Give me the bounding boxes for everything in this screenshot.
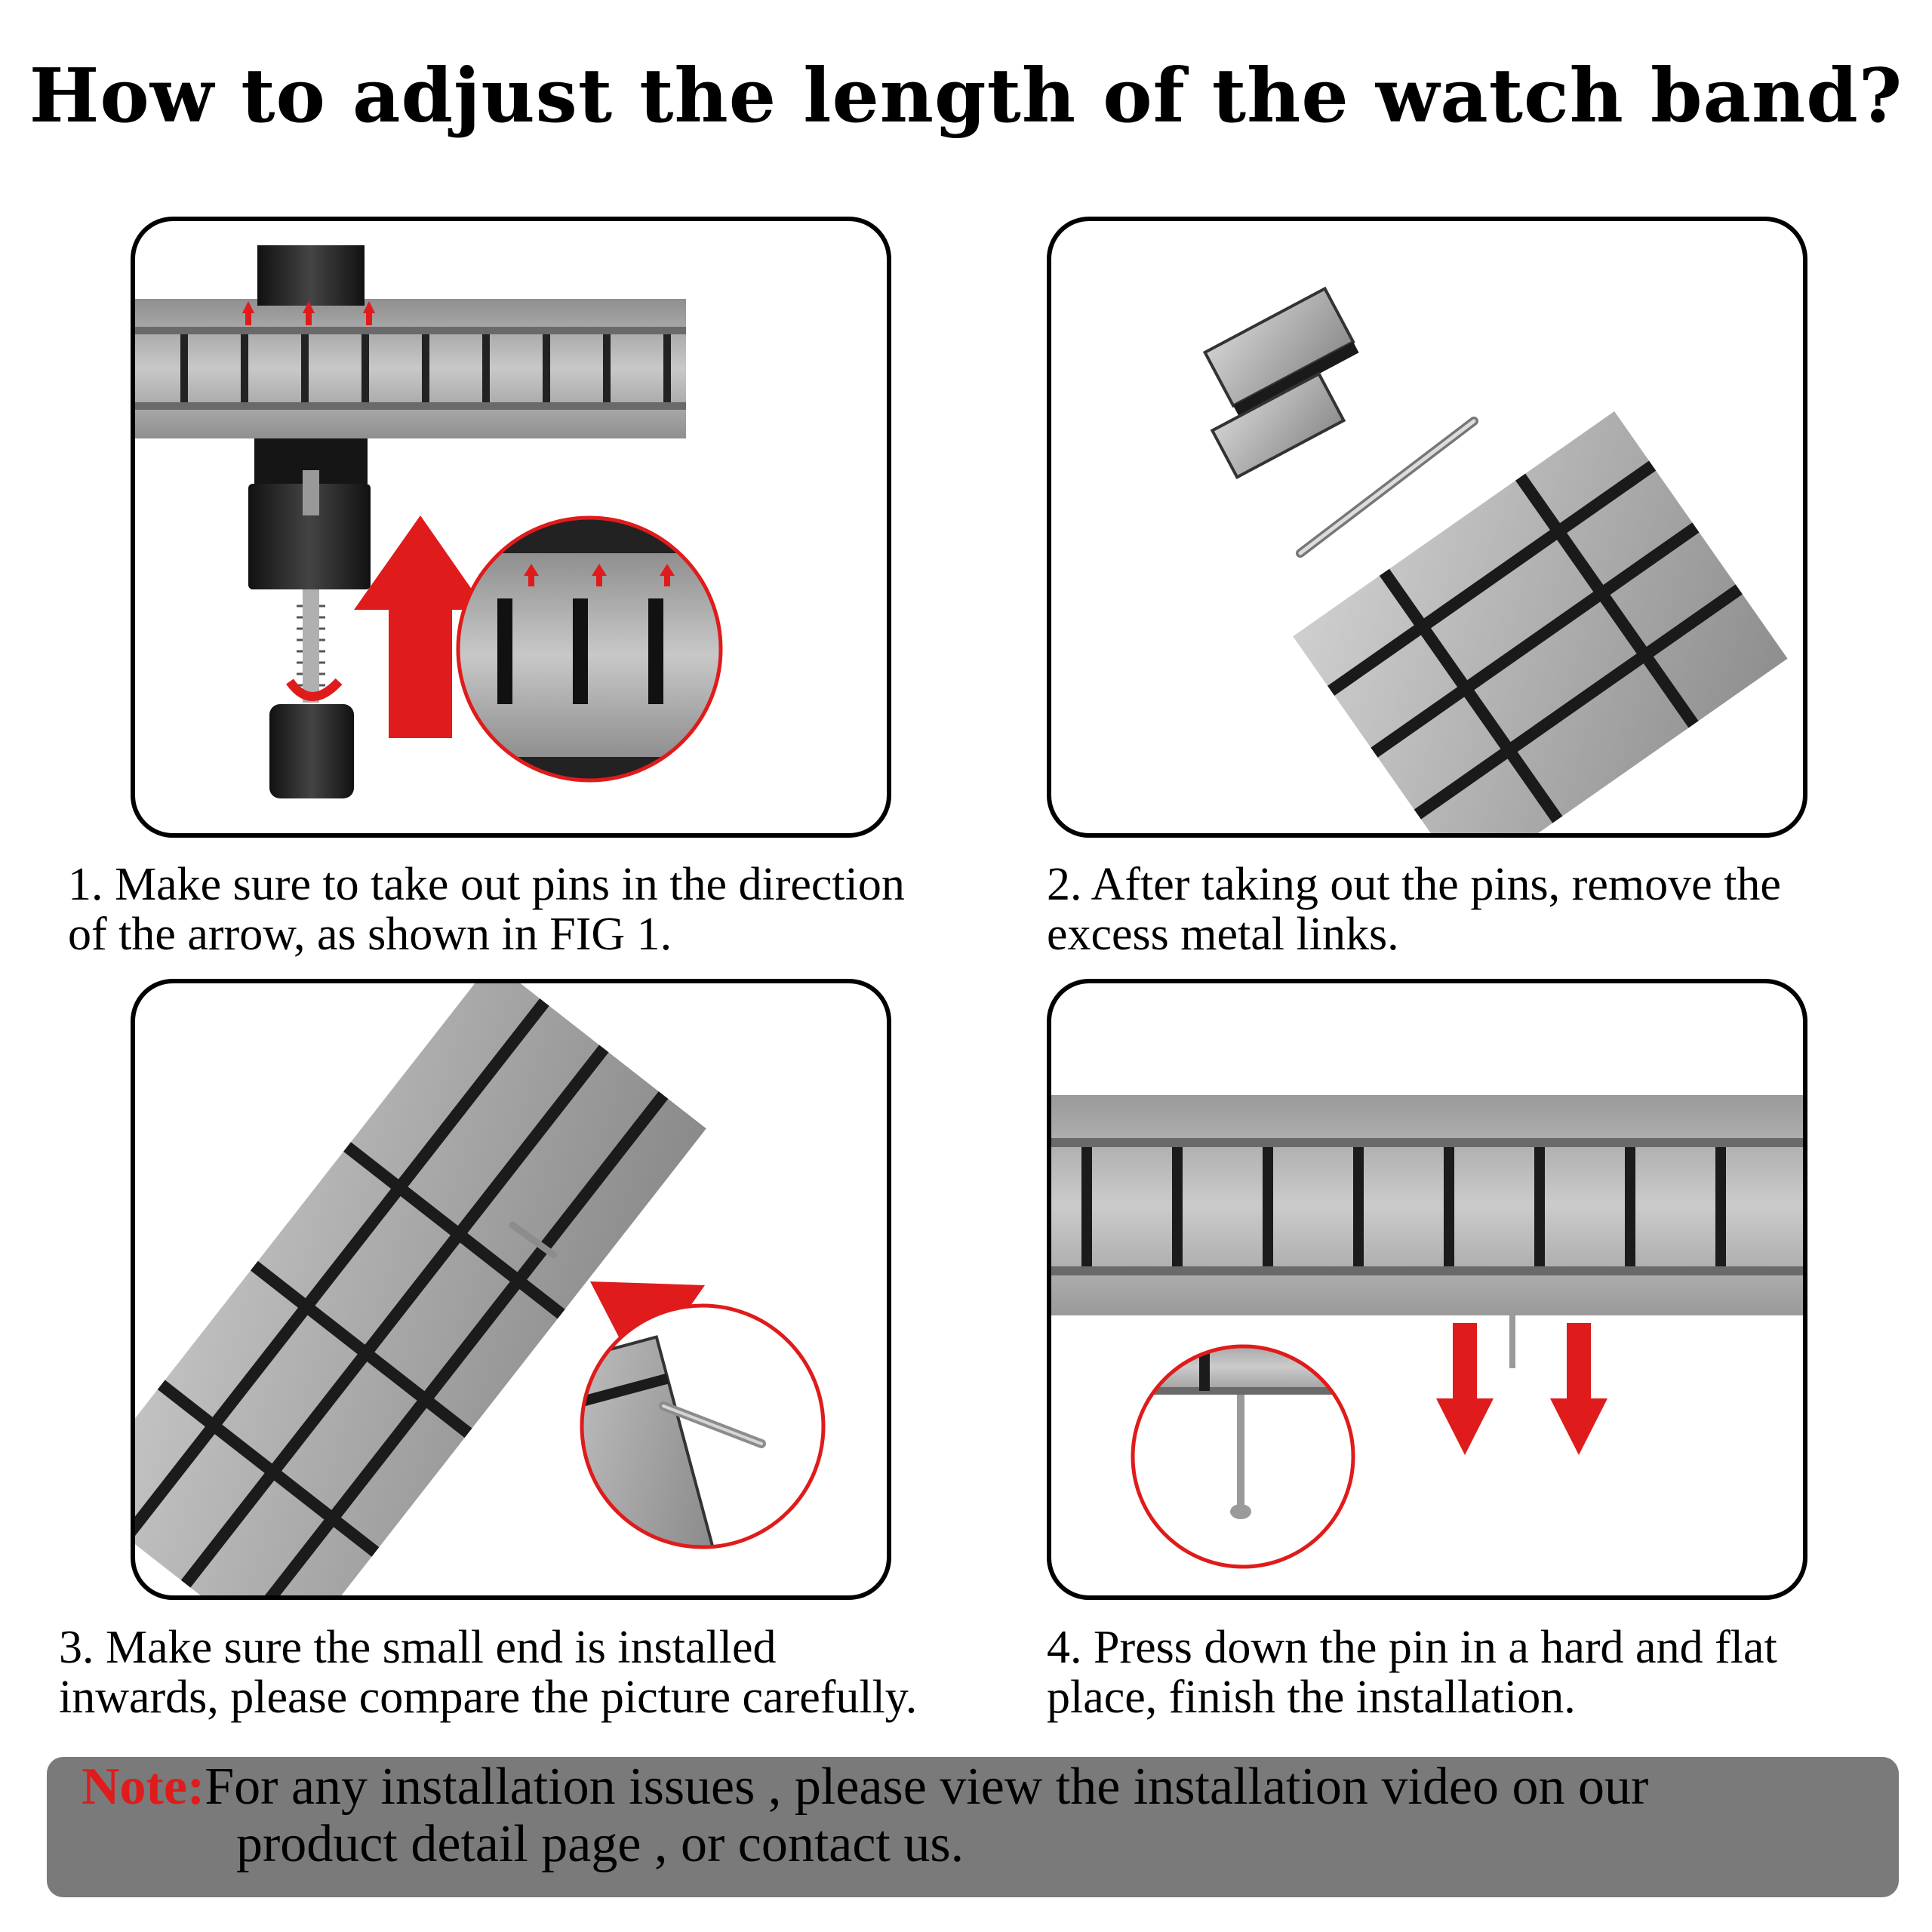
step-2-image: [1047, 217, 1807, 838]
zoom-circle: [580, 1303, 826, 1549]
step-1-caption-line-1: 1. Make sure to take out pins in the dir…: [68, 859, 905, 910]
pin-tool-body: [248, 484, 371, 589]
step-3-caption-line-1: 3. Make sure the small end is installed: [59, 1622, 777, 1673]
step-4-caption-line-2: place, finish the installation.: [1047, 1672, 1576, 1723]
zoom-circle: [1131, 1344, 1355, 1569]
band-with-pin-tool-illustration: [135, 245, 723, 798]
down-arrow-icon: [1550, 1323, 1607, 1455]
note-label: Note:: [82, 1758, 205, 1816]
step-1-image: [131, 217, 891, 838]
down-arrow-icon: [1436, 1323, 1494, 1455]
step-4-caption: 4. Press down the pin in a hard and flat…: [1047, 1623, 1777, 1722]
step-2-caption-line-2: excess metal links.: [1047, 909, 1399, 960]
step-3-caption-line-2: inwards, please compare the picture care…: [59, 1672, 918, 1723]
zoom-circle: [456, 515, 723, 783]
pin-tool-knob: [269, 704, 354, 798]
watch-band: [1293, 411, 1788, 833]
watch-band: [135, 299, 686, 438]
removed-link-illustration: [1202, 286, 1788, 833]
step-1-caption-line-2: of the arrow, as shown in FIG 1.: [68, 909, 672, 960]
step-3-caption: 3. Make sure the small end is installed …: [59, 1623, 917, 1722]
pin-tool-head: [257, 245, 365, 306]
watch-band: [135, 983, 706, 1595]
pin: [1509, 1315, 1515, 1368]
note-text: Note:For any installation issues , pleas…: [82, 1758, 1648, 1873]
note-line-2: product detail page , or contact us.: [236, 1815, 964, 1873]
removed-link: [1202, 286, 1359, 480]
pin-insertion-illustration: [135, 983, 826, 1595]
step-3-image: [131, 979, 891, 1600]
up-arrow-icon: [354, 515, 486, 738]
step-2-caption: 2. After taking out the pins, remove the…: [1047, 860, 1781, 959]
step-4-image: [1047, 979, 1807, 1600]
step-2-caption-line-1: 2. After taking out the pins, remove the: [1047, 859, 1781, 910]
page-title: How to adjust the length of the watch ba…: [29, 53, 1903, 140]
pin-press-illustration: [1051, 1095, 1803, 1569]
watch-band: [1051, 1095, 1803, 1315]
note-bar: [47, 1757, 1899, 1897]
note-line-1: For any installation issues , please vie…: [205, 1758, 1649, 1816]
pin: [509, 1221, 558, 1259]
step-1-caption: 1. Make sure to take out pins in the dir…: [68, 860, 905, 959]
step-4-caption-line-1: 4. Press down the pin in a hard and flat: [1047, 1622, 1777, 1673]
